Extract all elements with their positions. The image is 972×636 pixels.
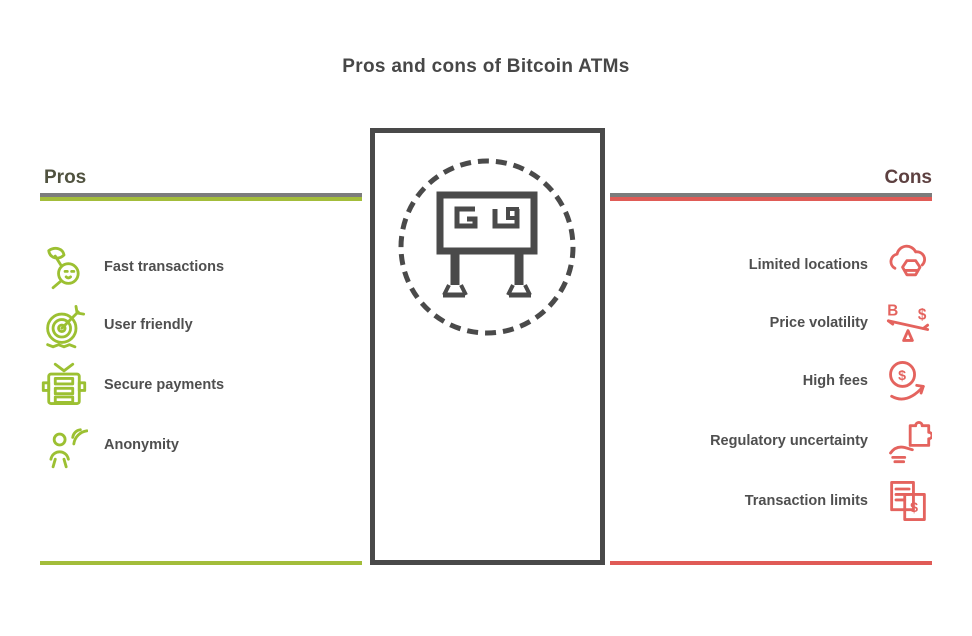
dollar-rising-icon: $: [884, 357, 932, 405]
cons-heading: Cons: [884, 167, 933, 188]
currency-seesaw-icon: B $: [884, 299, 932, 347]
atm-terminal-icon: [40, 361, 88, 409]
magnifier-leaf-icon: [40, 243, 88, 291]
cons-rule-bottom: [610, 561, 932, 565]
cons-item-label: Transaction limits: [744, 493, 868, 509]
cons-item-label: Limited locations: [748, 257, 868, 273]
puzzle-hand-icon: [884, 417, 934, 465]
cons-item-row: Price volatility B $: [770, 298, 932, 348]
atm-kiosk-panel: [370, 128, 605, 565]
pros-item-label: User friendly: [104, 317, 193, 333]
pros-item-label: Secure payments: [104, 377, 225, 393]
person-signal-icon: [40, 421, 89, 469]
cons-rule-red: [610, 197, 932, 201]
target-dart-icon: [40, 301, 88, 349]
pros-item-row: Fast transactions: [40, 242, 224, 292]
cons-item-label: High fees: [802, 373, 868, 389]
svg-text:B: B: [887, 302, 898, 319]
cons-item-row: High fees $: [803, 356, 932, 406]
pros-item-row: User friendly: [40, 300, 193, 350]
cons-rule-gray: [610, 193, 932, 197]
pros-item-row: Anonymity: [40, 420, 179, 470]
pros-rule-bottom: [40, 561, 362, 565]
pros-item-label: Anonymity: [104, 437, 179, 453]
svg-text:$: $: [898, 368, 906, 384]
paperwork-dollar-icon: $: [884, 477, 932, 525]
cons-item-row: Limited locations: [749, 240, 932, 290]
cloud-restriction-icon: [884, 241, 932, 289]
svg-text:$: $: [910, 500, 918, 516]
cons-item-row: Regulatory uncertainty: [710, 416, 934, 466]
cons-item-label: Regulatory uncertainty: [710, 433, 868, 449]
cons-item-label: Price volatility: [769, 315, 868, 331]
svg-text:$: $: [918, 307, 927, 324]
page-title: Pros and cons of Bitcoin ATMs: [342, 56, 630, 77]
pros-rule-gray: [40, 193, 362, 197]
cons-item-row: Transaction limits $: [745, 476, 932, 526]
pros-item-row: Secure payments: [40, 360, 224, 410]
pros-heading: Pros: [44, 167, 87, 188]
pros-rule-green: [40, 197, 362, 201]
pros-item-label: Fast transactions: [104, 259, 225, 275]
